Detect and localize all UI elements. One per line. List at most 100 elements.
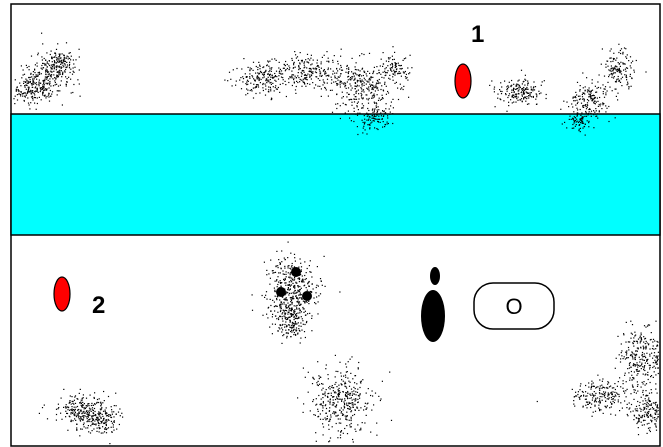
bush-speckle [35,108,37,110]
bush-speckle [568,106,570,108]
bush-speckle [110,420,112,422]
bush-speckle [283,257,285,259]
bush-speckle [629,56,632,58]
bush-speckle [75,59,77,61]
bush-speckle [42,67,44,69]
bush-speckle [369,72,371,74]
bush-speckle [655,383,657,385]
bush-speckle [633,377,635,379]
bush-speckle [647,416,649,418]
bush-speckle [291,281,293,283]
bush-speckle [361,119,363,121]
bush-speckle [328,428,330,430]
bush-speckle [334,412,336,414]
bush-speckle [78,48,80,50]
bush-speckle [287,313,289,315]
bush-speckle [580,395,582,397]
bush-speckle [315,398,317,400]
bush-speckle [326,51,328,53]
bush-speckle [283,310,285,312]
bush-speckle [115,405,117,407]
bush-speckle [387,115,389,117]
bush-speckle [579,131,581,133]
bush-speckle [344,393,347,395]
bush-speckle [35,76,37,78]
bush-speckle [294,260,296,262]
bush-speckle [349,397,351,399]
bush-speckle [349,392,351,394]
bush-speckle [268,273,270,275]
bush-speckle [356,86,358,88]
bush-speckle [45,88,48,90]
bush-speckle [306,83,309,85]
bush-speckle [377,118,379,120]
bush-speckle [300,270,302,273]
bush-speckle [298,69,300,71]
bush-speckle [625,341,627,343]
bush-speckle [619,70,621,72]
bush-speckle [330,392,332,394]
bush-speckle [266,79,268,81]
bush-speckle [341,97,343,99]
bush-speckle [591,415,593,417]
bush-speckle [243,58,245,60]
bush-speckle [574,100,576,102]
bush-speckle [284,312,286,314]
bush-speckle [280,304,282,306]
bush-speckle [281,331,283,333]
bush-speckle [346,411,348,413]
bush-speckle [46,69,48,71]
bush-speckle [527,82,529,84]
bush-speckle [576,115,578,117]
bush-speckle [83,417,85,419]
bush-speckle [19,82,21,84]
bush-speckle [385,108,387,110]
bush-speckle [623,63,625,65]
bush-speckle [288,324,290,326]
bush-speckle [58,74,60,76]
bush-speckle [611,393,613,396]
bush-speckle [346,371,348,373]
bush-speckle [295,330,297,332]
bush-speckle [348,93,350,95]
bush-speckle [573,403,575,405]
bush-speckle [640,346,642,348]
bush-speckle [92,409,94,411]
bush-speckle [269,298,271,300]
bush-speckle [605,63,607,65]
bush-speckle [258,61,260,63]
bush-speckle [81,418,83,420]
bush-speckle [276,286,278,288]
bush-speckle [334,77,336,79]
bush-speckle [601,380,603,382]
bush-speckle [282,79,284,81]
bush-speckle [601,387,603,389]
bush-speckle [522,91,525,93]
bush-speckle [57,408,59,410]
bush-speckle [34,83,36,85]
bush-speckle [306,289,308,291]
bush-speckle [405,77,407,80]
bush-speckle [615,65,617,67]
bush-speckle [403,85,405,87]
bush-speckle [340,422,342,424]
bush-speckle [345,392,347,394]
bush-speckle [376,94,378,96]
bush-speckle [287,257,289,259]
bush-speckle [293,323,295,325]
bush-speckle [610,48,612,50]
bush-speckle [577,95,580,97]
bush-speckle [372,81,374,83]
bush-speckle [298,77,300,79]
bush-speckle [377,128,379,131]
bush-speckle [250,68,253,70]
bush-speckle [296,56,299,58]
bush-speckle [303,71,305,73]
bush-speckle [647,403,649,405]
bush-speckle [269,75,271,77]
bush-speckle [352,414,354,417]
bush-speckle [606,386,608,389]
bush-speckle [289,288,291,291]
bush-speckle [352,73,354,75]
bush-speckle [382,90,385,92]
